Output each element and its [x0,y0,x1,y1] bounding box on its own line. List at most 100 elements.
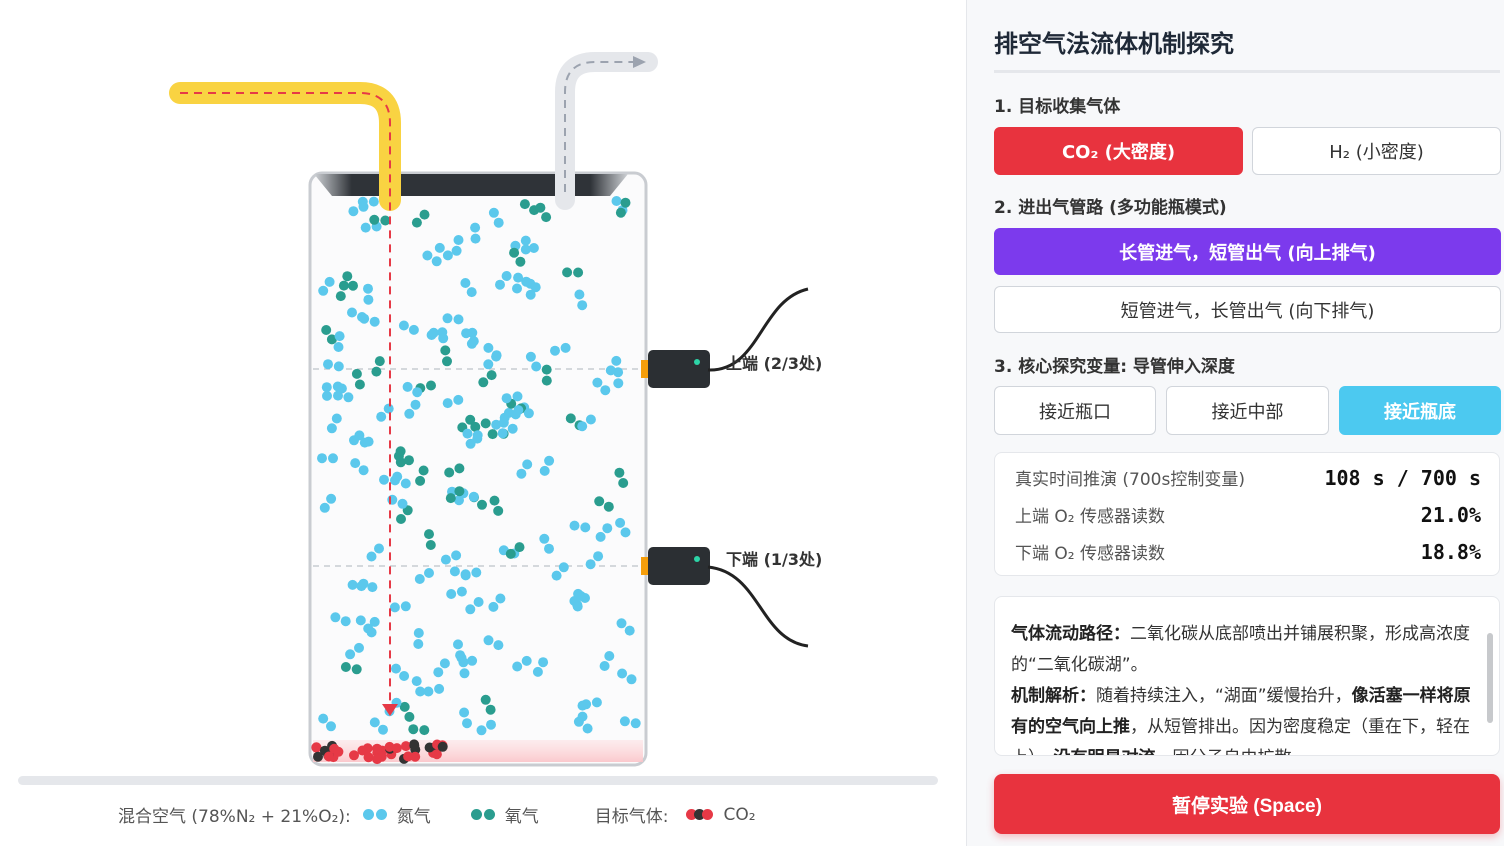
explain-mech-text-1: 随着持续注入，“湖面”缓慢抬升， [1096,686,1352,706]
gas-particle [402,381,413,392]
gas-particle [594,496,605,507]
gas-particle [380,215,391,226]
gas-particle [371,366,382,377]
gas-particle [451,550,462,561]
gas-particle [465,414,476,425]
gas-particle [410,399,421,410]
gas-particle [480,418,491,429]
gas-particle [491,351,502,362]
gas-particle [514,542,525,553]
gas-particle [467,655,478,666]
co2-swatch-icon [686,809,714,820]
gas-particle [449,566,460,577]
gas-particle [422,250,433,261]
gas-particle [611,196,622,206]
pause-experiment-button[interactable]: 暂停实验 (Space) [994,774,1500,834]
gas-particle [513,405,524,416]
bottle-cap [314,174,628,196]
gas-particle [551,570,562,581]
explanation-scrollbar[interactable] [1487,633,1493,723]
gas-particle [593,551,604,562]
gas-particle [616,618,627,629]
bottle-body [308,171,648,767]
gas-particle [456,652,467,663]
gas-particle [318,713,329,724]
gas-particle [369,214,380,225]
gas-particle [541,375,552,386]
gas-particle [493,217,504,228]
gas-particle [480,694,491,705]
pipe-option-downward-button[interactable]: 短管进气，长管出气 (向下排气) [994,286,1501,333]
gas-particle [374,543,384,554]
gas-particle [489,495,500,506]
gas-particle [574,289,585,300]
gas-particle [478,377,489,388]
gas-particle [486,719,496,730]
gas-particle [577,421,588,432]
gas-particle [404,455,414,466]
pipe-option-upward-button[interactable]: 长管进气，短管出气 (向上排气) [994,228,1501,275]
gas-particle [595,531,606,542]
gas-particle [453,235,464,245]
gas-particle [363,752,374,763]
gas-particle [495,593,506,604]
gas-particle [440,345,451,356]
gas-particle [575,591,586,601]
explanation-box[interactable]: 气体流动路径：二氧化碳从底部喷出并铺展积聚，形成高浓度的“二氧化碳湖”。 机制解… [994,596,1500,756]
legend-nitrogen-label: 氮气 [396,807,431,827]
gas-particle [505,548,516,559]
gas-particle [459,668,470,679]
gas-particle [512,283,522,294]
gas-particle [615,207,626,218]
gas-particle [348,206,359,217]
gas-particle [358,578,369,589]
depth-option-middle-button[interactable]: 接近中部 [1166,386,1329,435]
section-target-gas-label: 1. 目标收集气体 [994,97,1121,117]
gas-particle [333,342,344,352]
gas-particle [488,601,499,612]
gas-particle [507,423,518,434]
gas-particle [615,517,626,528]
gas-particle [333,390,343,401]
gas-particle [462,428,473,439]
readout-bottom-row: 下端 O₂ 传感器读数 18.8% [1015,539,1481,565]
gas-particle [442,356,452,367]
gas-particle [349,435,359,446]
gas-particle [525,351,536,362]
gas-particle [468,491,479,502]
outlet-flow-arrow [564,61,635,192]
gas-particle [459,707,470,718]
gas-particle [340,616,351,627]
depth-option-bottom-button[interactable]: 接近瓶底 [1339,386,1501,435]
gas-particle [358,465,369,476]
gas-particle [400,478,411,489]
gas-particle [351,664,362,675]
gas-particle [374,356,385,367]
gas-particle [396,514,406,524]
depth-option-mouth-button[interactable]: 接近瓶口 [994,386,1156,435]
gas-particle [419,725,430,736]
gas-option-co2-button[interactable]: CO₂ (大密度) [994,127,1243,175]
gas-particle [465,604,476,615]
legend-co2-label: CO₂ [723,804,756,825]
gas-particle [340,662,351,672]
explain-mech-text-2: ，从短管排出。因为密度稳定（重在下，轻在上）， [1011,717,1470,755]
gas-particle [376,411,387,422]
gas-particle [433,667,444,678]
gas-particle [539,465,550,476]
gas-particle [617,668,628,679]
gas-particle [604,651,615,661]
gas-particle [321,382,332,393]
gas-particle [413,628,424,638]
gas-particle [488,207,499,218]
gas-particle [442,313,453,324]
gas-particle [532,666,543,677]
gas-particle [424,529,434,540]
gas-particle [577,711,588,722]
gas-particle [334,331,345,342]
gas-particle [400,741,411,752]
legend-air-label: 混合空气 (78%N₂ + 21%O₂): [118,807,351,827]
control-panel: 排空气法流体机制探究 1. 目标收集气体 CO₂ (大密度) H₂ (小密度) … [966,0,1504,846]
gas-option-h2-button[interactable]: H₂ (小密度) [1252,127,1501,175]
readout-card: 真实时间推演 (700s控制变量) 108 s / 700 s 上端 O₂ 传感… [994,452,1500,576]
